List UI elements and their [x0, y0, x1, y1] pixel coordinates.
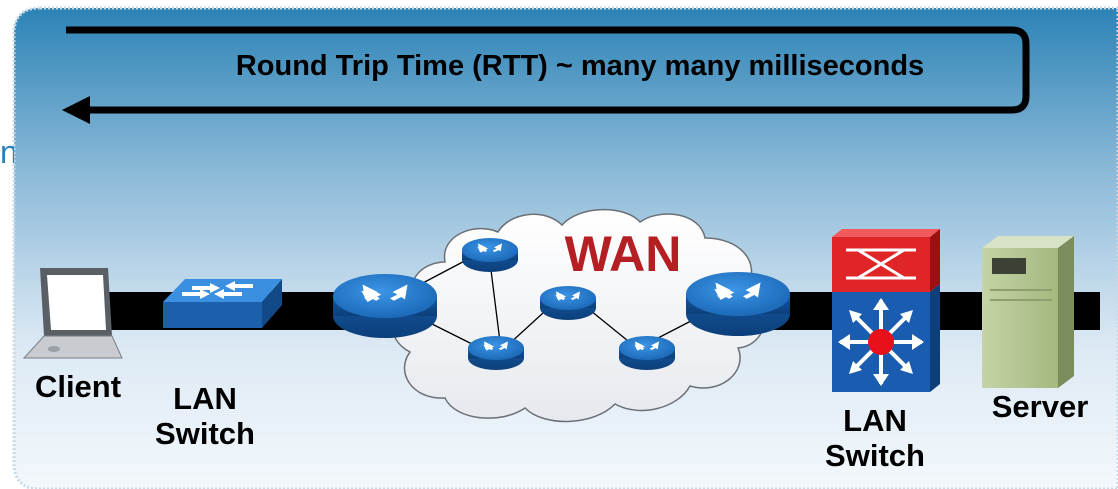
rtt-arrow [62, 26, 1030, 124]
lan-switch-right-label: LAN Switch [825, 403, 925, 473]
server-icon [982, 236, 1074, 388]
lan-switch-icon [163, 279, 282, 328]
client-label: Client [34, 369, 122, 404]
wan-label: WAN [564, 226, 682, 282]
router-icon [540, 286, 596, 320]
server-label: Server [991, 389, 1089, 424]
multilayer-switch-icon [832, 229, 940, 392]
router-icon [686, 272, 790, 336]
rtt-label: Round Trip Time (RTT) ~ many many millis… [235, 50, 925, 82]
laptop-icon [22, 268, 123, 359]
router-icon [619, 336, 675, 370]
edge-glyph-fragment: n [0, 136, 14, 168]
lan-switch-left-label: LAN Switch [155, 381, 255, 451]
router-icon [333, 274, 437, 338]
router-icon [462, 238, 518, 272]
router-icon [468, 336, 524, 370]
